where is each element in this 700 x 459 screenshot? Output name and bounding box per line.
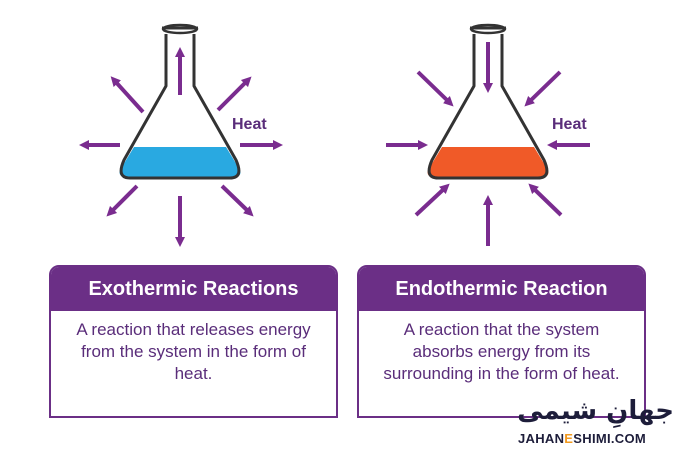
arrow-up-right	[216, 76, 252, 112]
arrow-up-left	[110, 76, 145, 114]
exothermic-flask-liquid	[119, 147, 241, 177]
exothermic-flask-glass	[119, 26, 241, 180]
arrow-in-bottom-right	[528, 183, 563, 217]
endothermic-flask-glass	[427, 26, 549, 180]
endothermic-flask-liquid	[427, 147, 549, 177]
exothermic-flask	[119, 23, 241, 180]
arrow-down-right	[220, 184, 254, 217]
endothermic-card: Endothermic Reaction A reaction that the…	[357, 265, 646, 418]
arrow-in-top-right	[524, 70, 562, 107]
watermark-latin: JAHANESHIMI.COM	[518, 431, 646, 446]
arrow-down-left	[106, 184, 139, 217]
watermark-latin-right: SHIMI.COM	[573, 431, 647, 446]
exothermic-title: Exothermic Reactions	[51, 267, 336, 311]
endothermic-description: A reaction that the system absorbs energ…	[383, 320, 620, 383]
watermark-logo: جهانِ شیمی JAHANESHIMI.COM	[516, 396, 678, 452]
arrow-in-top-left	[416, 70, 454, 107]
endothermic-heat-label: Heat	[552, 116, 587, 133]
watermark-arabic: جهانِ شیمی	[517, 396, 674, 426]
watermark-e-glyph: E	[564, 431, 574, 446]
endothermic-title: Endothermic Reaction	[359, 267, 644, 311]
exothermic-card: Exothermic Reactions A reaction that rel…	[49, 265, 338, 418]
exothermic-heat-arrows	[79, 47, 283, 247]
endothermic-heat-arrows	[386, 42, 590, 246]
endothermic-flask	[427, 23, 549, 180]
watermark-latin-left: JAHAN	[518, 431, 565, 446]
arrow-in-bottom-left	[414, 183, 450, 217]
exothermic-heat-label: Heat	[232, 116, 267, 133]
exothermic-description: A reaction that releases energy from the…	[76, 320, 311, 383]
